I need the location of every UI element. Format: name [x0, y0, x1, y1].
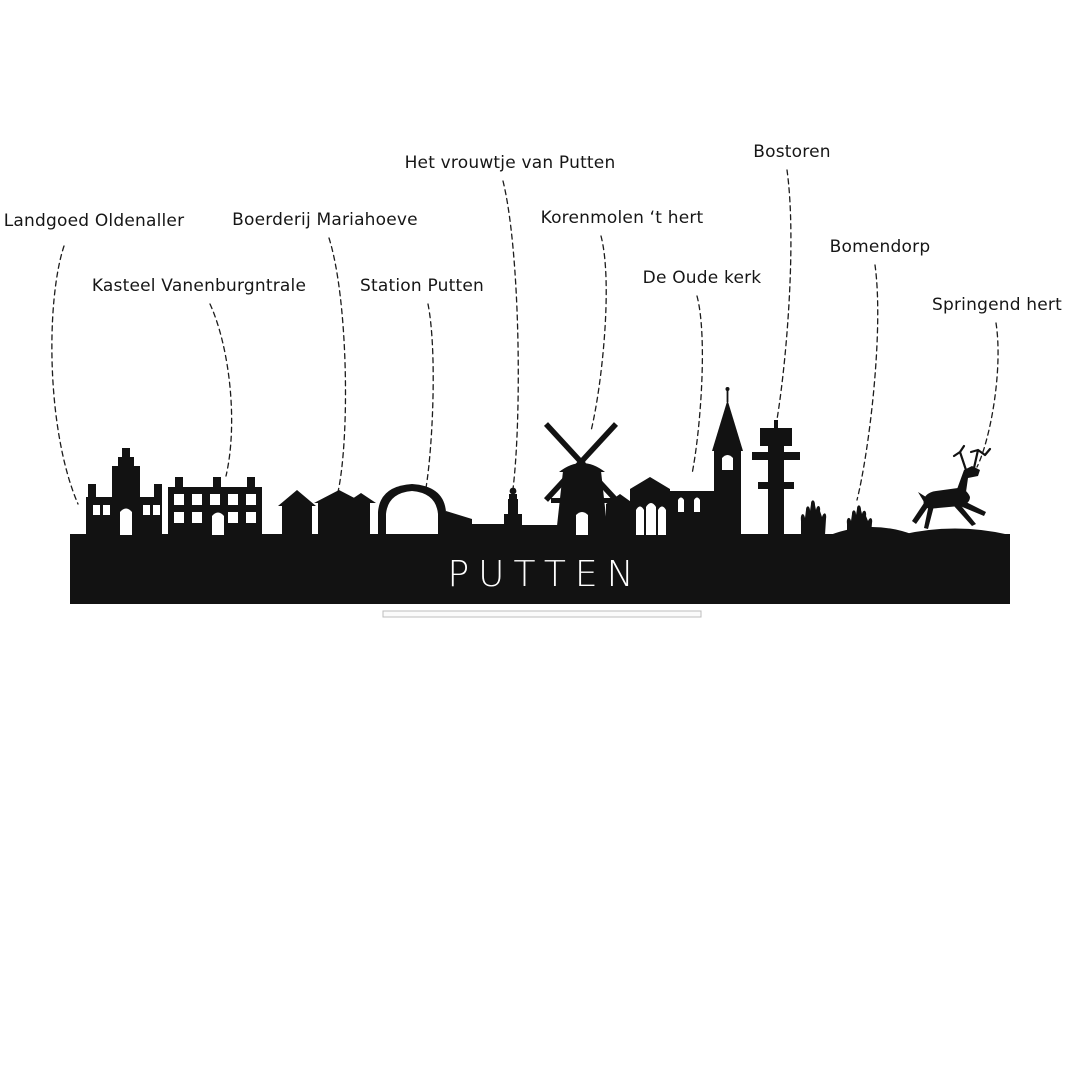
kasteel-vanenburg-silhouette — [168, 477, 262, 537]
label-bostoren: Bostoren — [753, 142, 831, 162]
leader-line-kasteel — [209, 303, 233, 477]
skyline-title: PUTTEN — [447, 554, 642, 595]
springend-hert-silhouette — [912, 444, 992, 529]
base-band — [70, 534, 1010, 604]
bomendorp-silhouette — [800, 500, 873, 535]
hill-bump — [900, 528, 1010, 535]
bostoren-silhouette — [752, 420, 800, 535]
leader-line-boerderij — [328, 237, 347, 493]
oude-kerk-silhouette — [630, 387, 743, 535]
korenmolen-silhouette — [543, 422, 634, 535]
deer-antlers — [952, 444, 992, 472]
landgoed-oldenaller-silhouette — [86, 448, 162, 537]
vrouwtje-van-putten-silhouette — [504, 487, 564, 535]
leader-line-vrouwtje — [502, 180, 519, 490]
label-station-putten: Station Putten — [360, 276, 484, 296]
hill-bump — [830, 527, 914, 535]
boerderij-mariahoeve-silhouette — [278, 490, 376, 535]
label-de-oude-kerk: De Oude kerk — [642, 268, 762, 288]
leader-line-kerk — [691, 295, 704, 475]
label-bomendorp: Bomendorp — [829, 237, 931, 257]
station-putten-silhouette — [378, 484, 506, 535]
label-korenmolen-t-hert: Korenmolen ‘t hert — [540, 208, 704, 228]
leader-line-hert — [976, 322, 999, 468]
leader-line-korenmolen — [590, 235, 607, 432]
skyline-silhouette: PUTTEN — [70, 387, 1010, 604]
leader-line-bostoren — [774, 169, 792, 432]
label-kasteel-vanenburg: Kasteel Vanenburgntrale — [91, 276, 307, 296]
leader-lines — [51, 169, 999, 505]
leader-line-landgoed — [51, 245, 79, 505]
label-landgoed-oldenaller: Landgoed Oldenaller — [3, 211, 185, 231]
label-vrouwtje-van-putten: Het vrouwtje van Putten — [404, 153, 616, 173]
label-boerderij-mariahoeve: Boerderij Mariahoeve — [232, 210, 418, 230]
stand-foot — [382, 610, 702, 618]
label-springend-hert: Springend hert — [932, 295, 1062, 315]
leader-line-station — [425, 303, 434, 489]
leader-line-bomendorp — [856, 264, 879, 501]
